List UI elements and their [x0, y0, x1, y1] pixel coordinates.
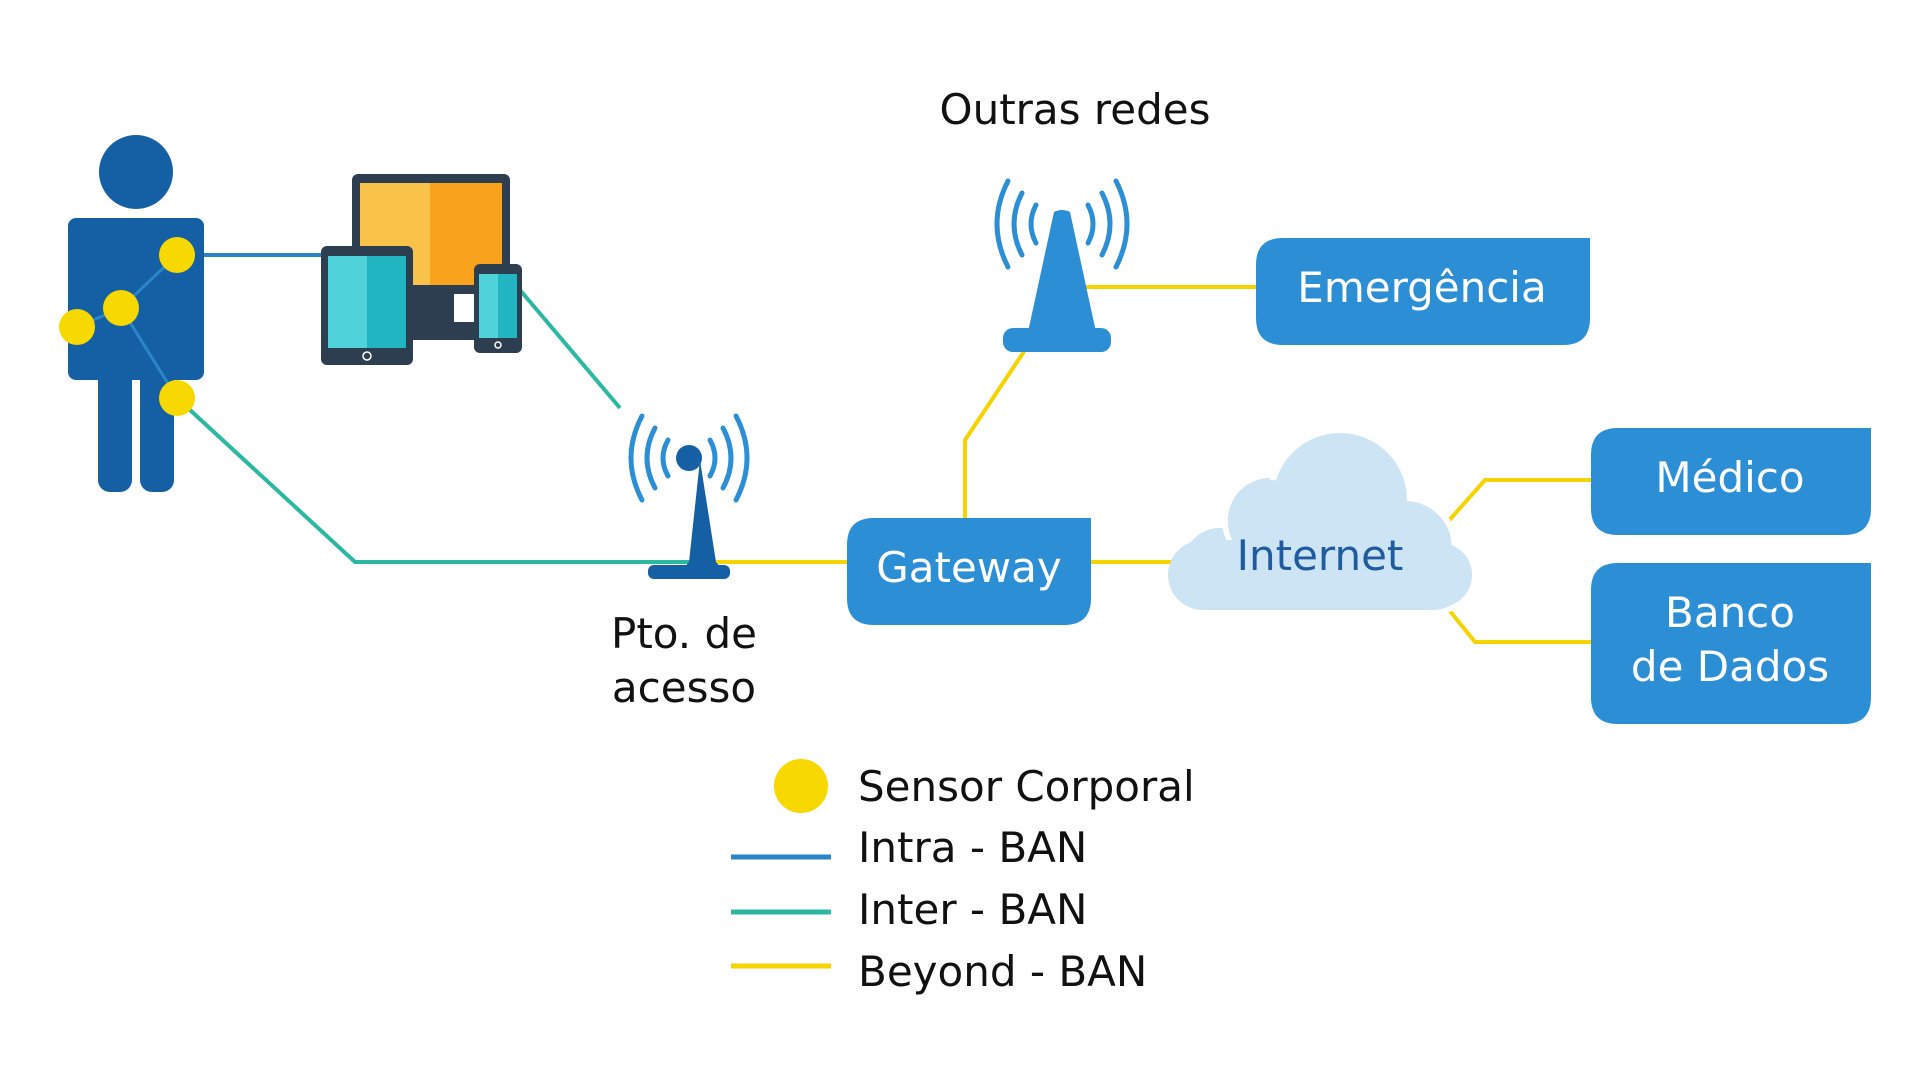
inter-ban-link-sensor: [175, 396, 690, 564]
legend-intra-label: Intra - BAN: [858, 823, 1087, 872]
devices-icon: [321, 174, 522, 365]
doctor-box: [1591, 428, 1871, 535]
beyond-ban-link-internet-doctor: [1443, 478, 1595, 527]
internet-label: Internet: [1237, 531, 1404, 580]
emergency-box: [1256, 238, 1590, 345]
legend-beyond-label: Beyond - BAN: [858, 947, 1147, 996]
connections: [175, 253, 1595, 644]
gateway-box: [847, 518, 1091, 625]
beyond-ban-link-internet-database: [1443, 603, 1595, 644]
access-point-label-line2: acesso: [612, 663, 756, 712]
antenna-icon: [994, 178, 1130, 352]
cloud-icon: [1168, 427, 1478, 613]
body-sensor: [159, 237, 195, 273]
database-label-line2: de Dados: [1631, 642, 1829, 691]
emergency-label: Emergência: [1297, 263, 1546, 312]
legend-sensor-swatch: [774, 759, 828, 813]
person-icon: [68, 135, 204, 492]
body-sensor: [159, 380, 195, 416]
inter-ban-link-devices: [518, 288, 622, 410]
other-networks-label: Outras redes: [940, 85, 1211, 134]
legend: Sensor Corporal Intra - BAN Inter - BAN …: [731, 759, 1195, 996]
antenna-icon: [628, 413, 750, 579]
body-sensor: [103, 290, 139, 326]
gateway-label: Gateway: [876, 543, 1062, 592]
database-label-line1: Banco: [1665, 588, 1795, 637]
legend-sensor-label: Sensor Corporal: [858, 762, 1195, 811]
doctor-label: Médico: [1655, 453, 1804, 502]
database-box: [1591, 563, 1871, 724]
legend-inter-label: Inter - BAN: [858, 885, 1087, 934]
access-point-label-line1: Pto. de: [611, 609, 757, 658]
body-sensor: [59, 309, 95, 345]
beyond-ban-link-gateway-tower: [963, 348, 1027, 520]
